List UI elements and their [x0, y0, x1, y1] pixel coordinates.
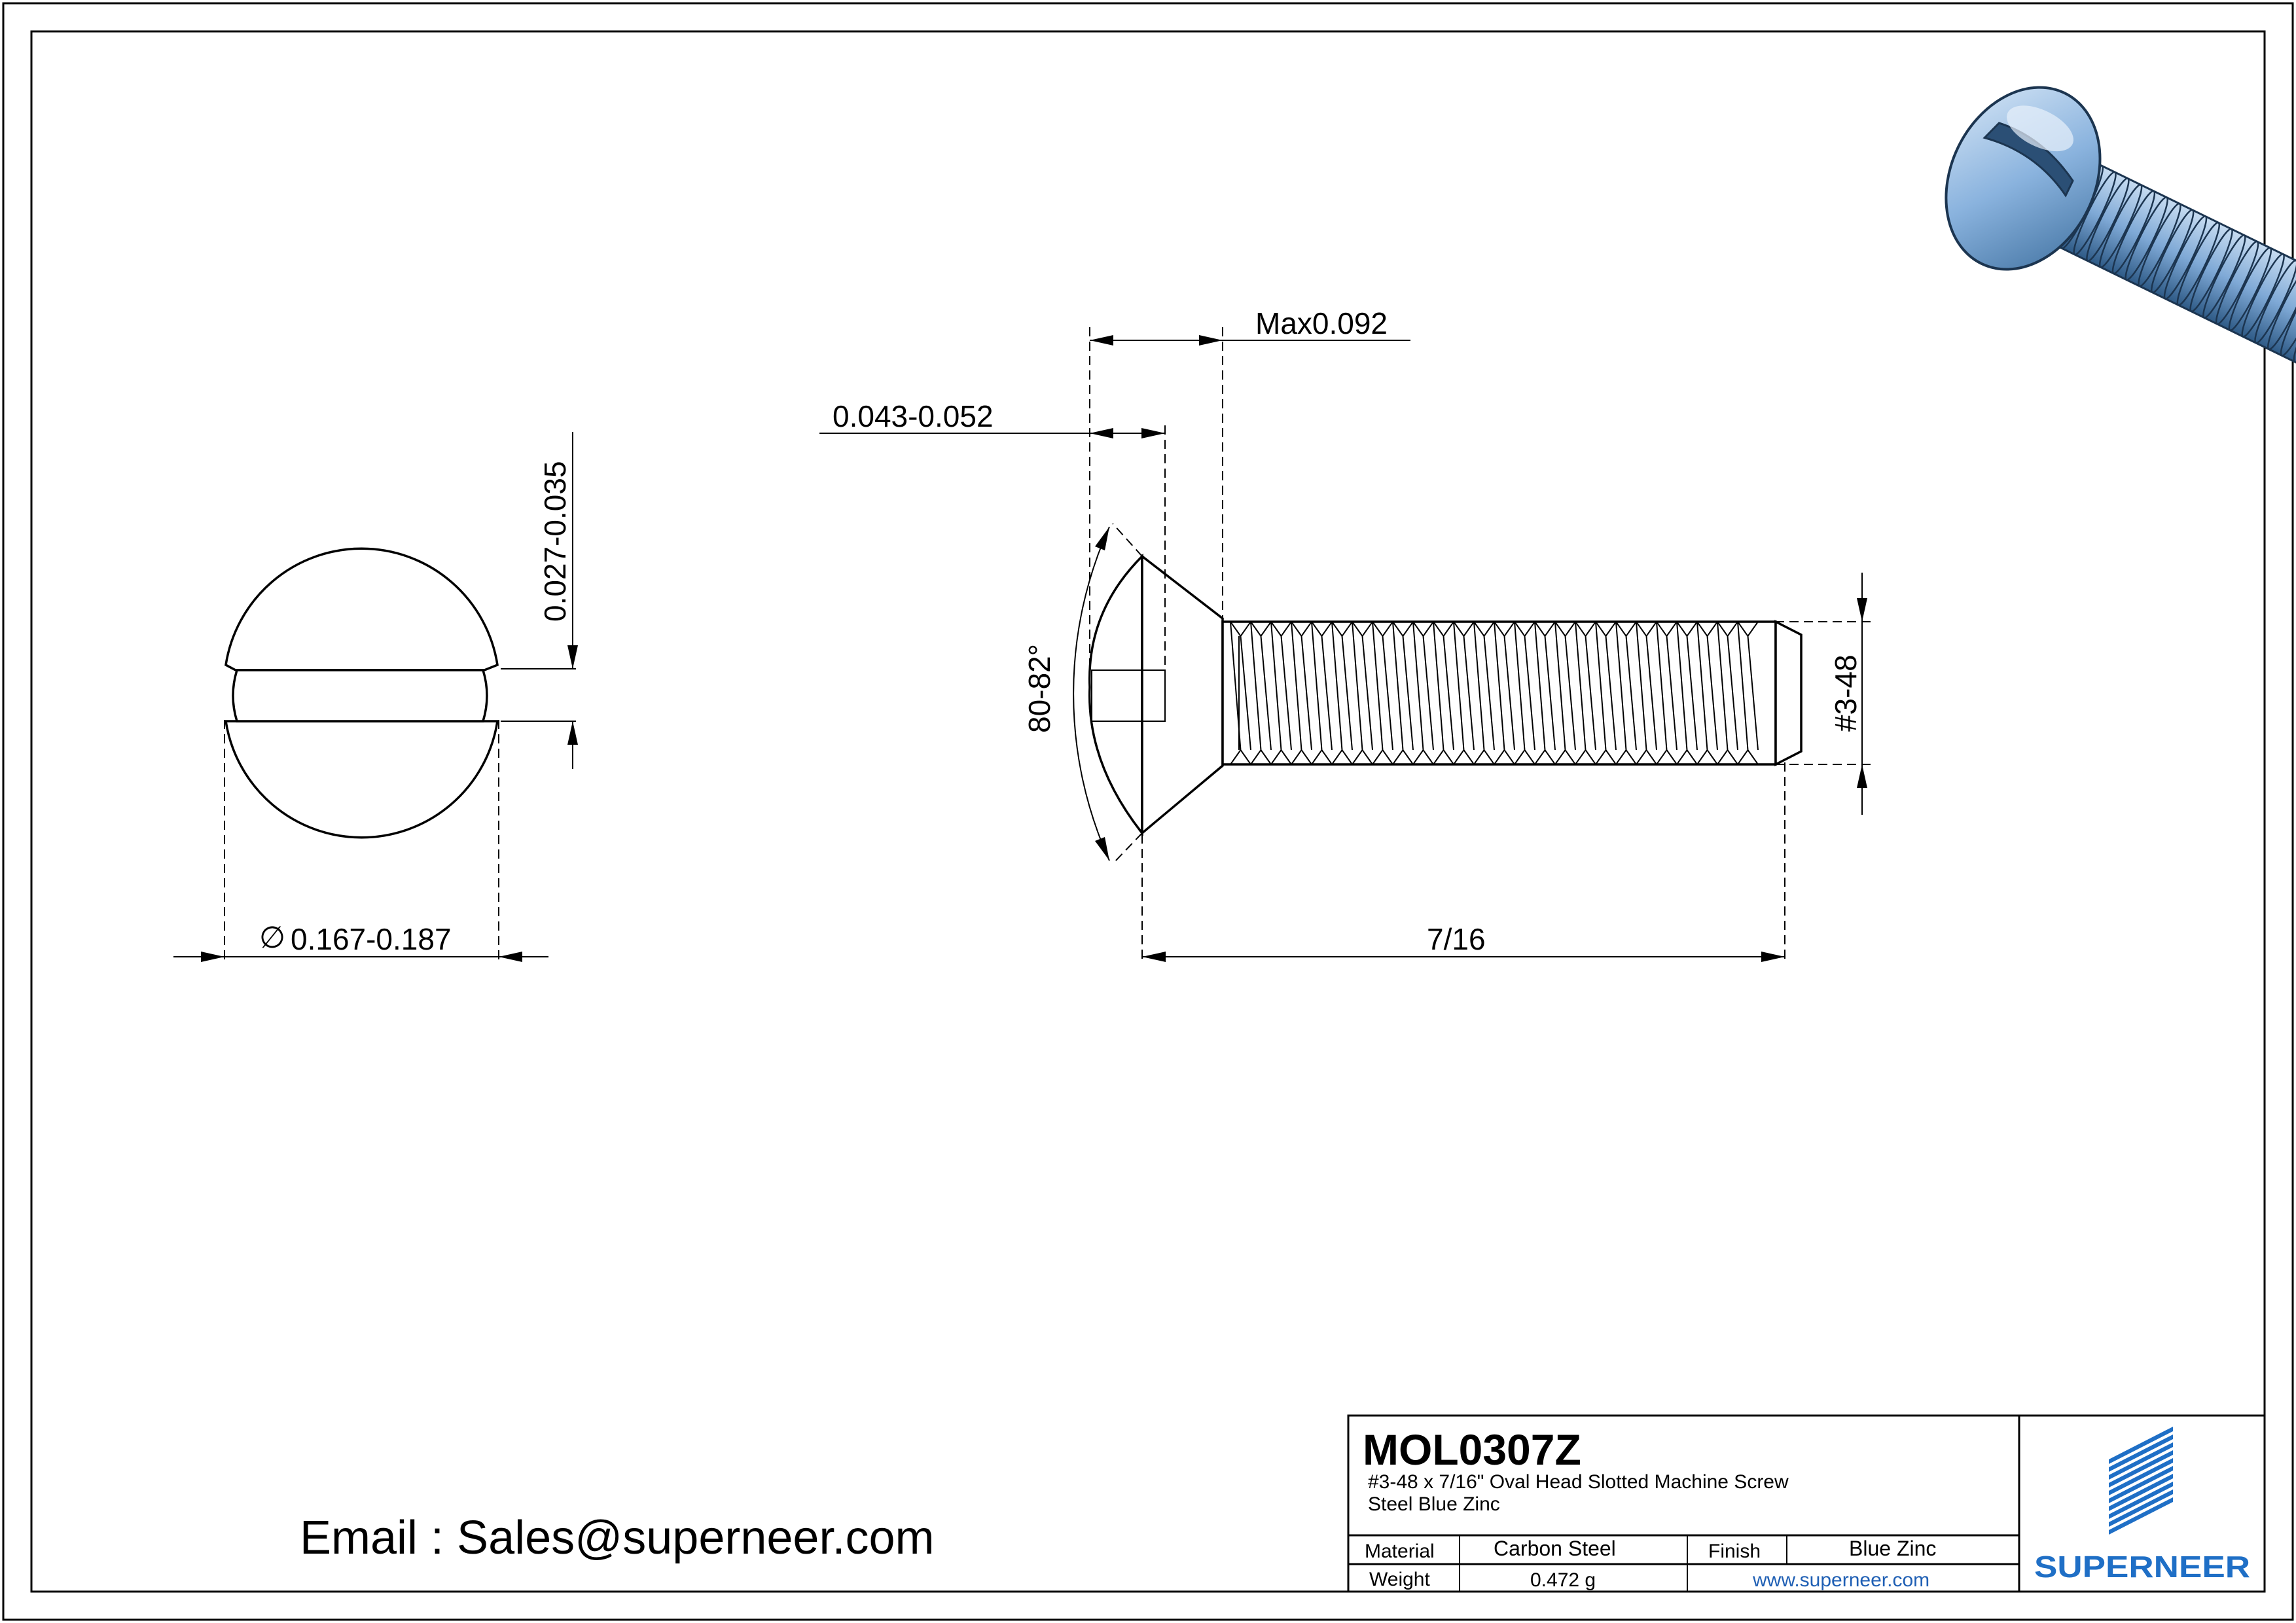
- logo-stripe: [2109, 1435, 2173, 1472]
- title-block: MOL0307Z #3-48 x 7/16" Oval Head Slotted…: [1347, 1414, 2266, 1593]
- thread-lines: [1230, 621, 1759, 765]
- render-thread-ridge: [2086, 177, 2130, 262]
- finish-value: Blue Zinc: [1849, 1537, 1936, 1560]
- head-height-label: Max0.092: [1255, 306, 1388, 340]
- head-diameter-label: 0.167-0.187: [291, 922, 452, 956]
- part-number: MOL0307Z: [1363, 1425, 1581, 1474]
- head-end-view: [224, 547, 576, 839]
- thread-size-label: #3-48: [1829, 654, 1863, 732]
- thread-pattern: [1230, 621, 1759, 765]
- screw-side-view: [1088, 553, 1803, 837]
- logo-text: SUPERNEER: [2034, 1550, 2250, 1584]
- superneer-stripes-logo-icon: [2109, 1427, 2173, 1535]
- render-thread-ridge: [2293, 278, 2296, 363]
- description-line-2: Steel Blue Zinc: [1368, 1493, 1500, 1515]
- render-thread-ridge: [2098, 183, 2143, 268]
- finish-label: Finish: [1708, 1541, 1761, 1562]
- render-thread-ridge: [2254, 259, 2296, 344]
- thread-size-dimension: #3-48: [1761, 573, 1872, 815]
- slot-depth-dimension: 0.043-0.052: [819, 399, 1166, 720]
- logo-stripe: [2109, 1458, 2173, 1495]
- weight-label: Weight: [1369, 1569, 1430, 1590]
- logo-stripe: [2109, 1442, 2173, 1480]
- render-thread-ridge: [2228, 247, 2272, 332]
- material-label: Material: [1365, 1541, 1435, 1562]
- description-line-1: #3-48 x 7/16" Oval Head Slotted Machine …: [1368, 1471, 1789, 1493]
- length-label: 7/16: [1427, 922, 1486, 956]
- inner-border: [30, 30, 2266, 1593]
- website-link[interactable]: www.superneer.com: [1752, 1569, 1929, 1591]
- material-value: Carbon Steel: [1494, 1537, 1616, 1560]
- render-thread-ridge: [2202, 234, 2246, 319]
- render-thread-ridge: [2241, 253, 2285, 338]
- logo-stripe: [2109, 1450, 2173, 1488]
- head-angle-label: 80-82°: [1022, 644, 1056, 733]
- logo-stripe: [2109, 1474, 2173, 1511]
- logo-stripe: [2109, 1427, 2173, 1464]
- contact-email: Email : Sales@superneer.com: [300, 1512, 935, 1564]
- render-thread-ridge: [2111, 190, 2156, 275]
- head-diameter-dimension: ∅ 0.167-0.187: [173, 720, 548, 962]
- weight-value: 0.472 g: [1530, 1569, 1596, 1591]
- render-thread-ridge: [2189, 228, 2233, 313]
- screw-3d-render-icon: [1945, 86, 2296, 366]
- slot-width-label: 0.027-0.035: [538, 461, 572, 622]
- render-thread-ridge: [2138, 202, 2181, 287]
- head-height-dimension: Max0.092: [1089, 306, 1410, 681]
- slot-width-dimension: 0.027-0.035: [538, 432, 578, 769]
- logo-stripe: [2109, 1482, 2173, 1519]
- logo-stripe: [2109, 1466, 2173, 1503]
- logo-stripe: [2109, 1497, 2173, 1535]
- render-thread-ridge: [2163, 215, 2208, 300]
- slot-depth-label: 0.043-0.052: [833, 399, 994, 433]
- diameter-symbol: ∅: [259, 920, 285, 954]
- render-thread-ridge: [2125, 196, 2168, 281]
- length-dimension: 7/16: [1141, 762, 1785, 962]
- render-thread-ridge: [2267, 266, 2296, 350]
- head-angle-dimension: 80-82°: [1022, 523, 1143, 865]
- logo-stripe: [2109, 1489, 2173, 1527]
- render-thread-ridge: [2073, 171, 2117, 256]
- render-thread-ridge: [2215, 240, 2259, 325]
- render-thread-ridge: [2176, 221, 2221, 306]
